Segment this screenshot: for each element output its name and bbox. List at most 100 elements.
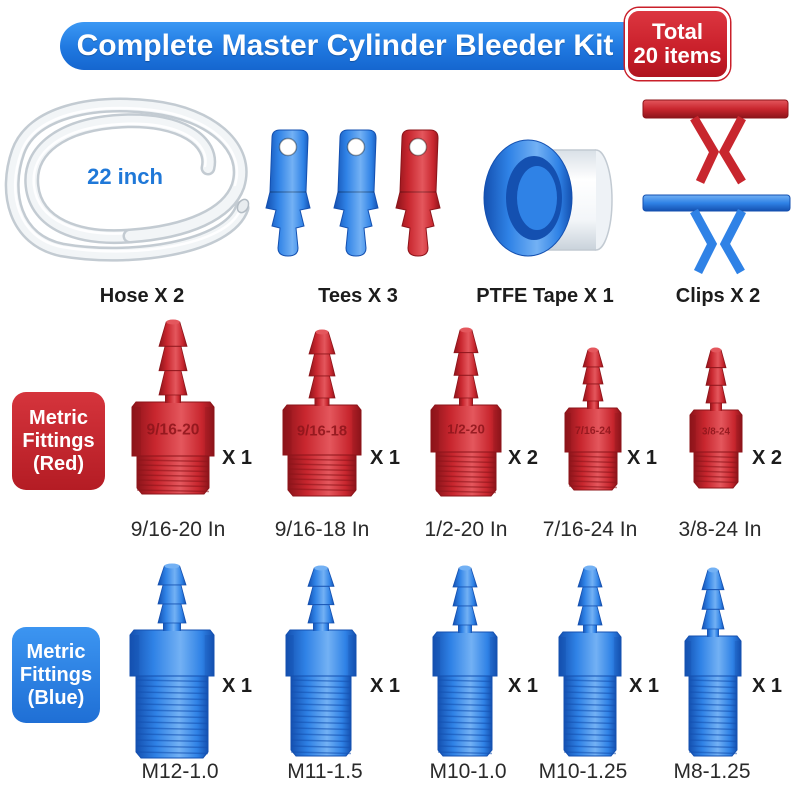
blue-fitting-5-hex-nut <box>684 635 742 677</box>
red-fitting-3-quantity: X 2 <box>507 447 539 469</box>
blue-fitting-5-thread-ridge <box>688 751 738 755</box>
red-fitting-5: 3/8-24 <box>689 347 743 489</box>
blue-fitting-4-barb-ring <box>577 605 603 626</box>
blue-fitting-4-thread-ridge <box>563 679 617 683</box>
blue-fitting-2-thread-ridge <box>290 679 352 683</box>
blue-fitting-3-barb-ring <box>452 586 478 607</box>
blue-fitting-5-thread-ridge <box>688 745 738 749</box>
red-fitting-1-thread-ridge <box>136 479 210 483</box>
red-fitting-5-thread-ridge <box>693 455 739 459</box>
blue-fitting-3-barb-tip <box>459 565 471 571</box>
red-fitting-4-thread-ridge <box>568 470 618 474</box>
red-fitting-3-barb-ring <box>453 352 479 376</box>
blue-fitting-3-hex-nut <box>432 631 498 677</box>
clip-blue <box>642 194 791 275</box>
red-fitting-5-hex-side-face <box>690 415 696 452</box>
red-fitting-1-thread-ridge <box>136 474 210 478</box>
blue-fitting-1-thread-ridge <box>135 709 209 713</box>
red-fitting-5-barb-ring <box>705 367 727 386</box>
blue-fitting-5-thread-ridge <box>688 727 738 731</box>
red-fitting-3-thread-ridge <box>435 470 497 474</box>
red-fitting-5-hex-nut: 3/8-24 <box>689 409 743 453</box>
blue-fitting-2-thread <box>290 675 352 757</box>
ptfe-tape-spool <box>483 139 613 257</box>
badge-line: Fittings <box>19 663 93 686</box>
red-fitting-1-hex-body <box>131 401 215 457</box>
blue-fitting-3-quantity: X 1 <box>507 675 539 697</box>
blue-fitting-2-barb-neck <box>313 622 329 631</box>
blue-fitting-2-quantity: X 1 <box>369 675 401 697</box>
blue-fitting-2-hex-body <box>285 629 357 677</box>
blue-fitting-2-barb-ring <box>307 604 335 624</box>
red-fitting-4-hex-nut: 7/16-24 <box>564 407 622 453</box>
badge-line: (Red) <box>32 452 85 475</box>
blue-fitting-2-thread-ridge <box>290 751 352 755</box>
red-fitting-5-size-label: 3/8-24 In <box>678 518 762 541</box>
blue-fitting-1 <box>129 563 215 759</box>
red-fitting-3-hose-barb <box>453 327 479 406</box>
red-fitting-1-hex-side-face <box>132 407 142 456</box>
blue-fitting-1-thread-ridge <box>135 751 209 755</box>
red-fitting-3-barb-ring <box>453 374 479 399</box>
blue-fitting-4-thread-ridge <box>563 751 617 755</box>
blue-fitting-1-hex-body <box>129 629 215 677</box>
blue-fitting-5-barb-ring <box>701 608 725 630</box>
blue-fitting-5 <box>684 567 742 757</box>
clip-arm-right <box>718 115 746 185</box>
red-fitting-1-barb-tip <box>166 319 180 325</box>
red-fitting-1-engraving: 9/16-20 <box>147 422 200 439</box>
blue-fitting-2-size-label: M11-1.5 <box>287 760 363 783</box>
blue-fitting-1-thread-ridge <box>135 697 209 701</box>
blue-fitting-5-size-label: M8-1.25 <box>673 760 751 783</box>
red-fitting-2-hose-barb <box>308 329 336 406</box>
blue-fitting-1-thread <box>135 675 209 759</box>
red-fitting-4-thread-ridge <box>568 485 618 489</box>
blue-fitting-1-thread-ridge <box>135 703 209 707</box>
blue-fitting-3-thread-ridge <box>437 715 493 719</box>
red-fitting-2-barb-tip <box>315 329 329 335</box>
red-fitting-4-barb-ring <box>582 349 604 368</box>
blue-fitting-2-thread-ridge <box>290 739 352 743</box>
red-fitting-1-barb-ring <box>158 345 188 372</box>
blue-fitting-3-thread-ridge <box>437 733 493 737</box>
red-fitting-4-hex-side-face <box>565 413 572 452</box>
blue-fitting-3-thread-ridge <box>437 745 493 749</box>
hose-length-label: 22 inch <box>87 164 163 189</box>
red-fitting-4-barb-neck <box>587 400 599 409</box>
blue-fitting-3-barb-ring <box>452 567 478 588</box>
red-fitting-4-thread-ridge <box>568 455 618 459</box>
red-fittings-badge: Metric Fittings (Red) <box>12 392 105 490</box>
red-fitting-3-hex-side-face <box>493 410 501 452</box>
blue-fitting-2-barb-tip <box>314 565 328 571</box>
spool-hole <box>517 166 557 230</box>
red-fitting-5-quantity: X 2 <box>751 447 783 469</box>
blue-fitting-3-barb-neck <box>458 624 472 633</box>
blue-fitting-1-thread-ridge <box>135 721 209 725</box>
blue-fitting-4-thread-ridge <box>563 697 617 701</box>
red-fitting-2-quantity: X 1 <box>369 447 401 469</box>
tee-body <box>395 129 441 257</box>
red-fitting-2-hex-body <box>282 404 362 456</box>
total-items-badge: Total 20 items <box>625 8 730 80</box>
blue-fitting-2-barb-ring <box>307 585 335 606</box>
blue-fitting-4-size-label: M10-1.25 <box>538 760 628 783</box>
blue-fitting-5-thread-ridge <box>688 691 738 695</box>
title-banner <box>60 22 680 70</box>
blue-fitting-4-hex-body <box>558 631 622 677</box>
blue-fitting-4-barb-tip <box>584 565 596 571</box>
blue-fitting-1-barb-neck <box>163 622 181 631</box>
blue-fitting-4-barb-ring <box>577 586 603 607</box>
red-fitting-5-hex-side-face <box>736 415 742 452</box>
blue-fitting-1-quantity: X 1 <box>221 675 253 697</box>
clip-red <box>642 99 789 185</box>
tee-body <box>333 129 379 257</box>
blue-fitting-3-hex-side-face <box>489 637 497 676</box>
blue-fitting-3-hose-barb <box>452 565 478 633</box>
red-fitting-3-thread-ridge <box>435 475 497 479</box>
blue-fitting-5-thread-ridge <box>688 733 738 737</box>
blue-fitting-5-thread <box>688 675 738 757</box>
red-fitting-1-hex-side-face <box>204 407 214 456</box>
blue-fitting-1-thread-ridge <box>135 679 209 683</box>
blue-fitting-3-thread-ridge <box>437 703 493 707</box>
